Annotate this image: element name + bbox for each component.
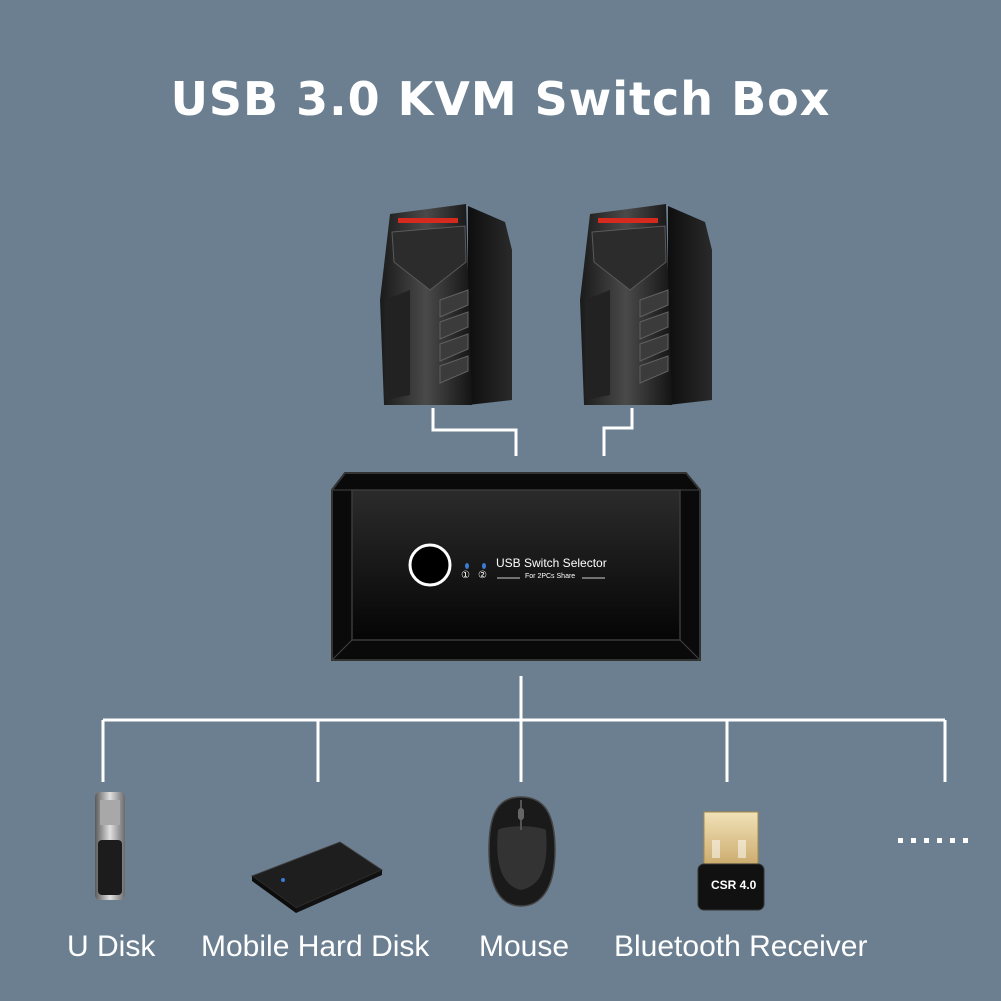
port-2-label: ② <box>478 570 487 581</box>
dongle-label: CSR 4.0 <box>711 878 757 892</box>
port-1-label: ① <box>461 570 470 581</box>
device-label-bluetooth-receiver: Bluetooth Receiver <box>614 930 868 963</box>
pc-connection-lines <box>431 408 634 456</box>
switch-sublabel: For 2PCs Share <box>525 573 576 580</box>
more-devices-ellipsis-icon <box>898 838 978 846</box>
usb-flash-drive-icon <box>95 792 125 900</box>
port-1-led <box>465 563 469 569</box>
device-label-u-disk: U Disk <box>67 930 156 963</box>
mouse-icon <box>488 796 556 907</box>
device-label-mouse: Mouse <box>479 930 570 963</box>
kvm-switch-box <box>331 472 701 661</box>
bluetooth-dongle-icon <box>697 811 765 911</box>
computer-tower-1-icon <box>380 204 512 405</box>
page-title: USB 3.0 KVM Switch Box <box>170 72 831 126</box>
external-hard-disk-icon <box>250 841 384 913</box>
switch-button <box>408 543 452 587</box>
device-label-mobile-hard-disk: Mobile Hard Disk <box>201 930 430 963</box>
switch-selector-label: USB Switch Selector <box>496 556 607 570</box>
port-2-led <box>482 563 486 569</box>
device-connection-lines <box>101 676 947 782</box>
computer-tower-2-icon <box>580 204 712 405</box>
